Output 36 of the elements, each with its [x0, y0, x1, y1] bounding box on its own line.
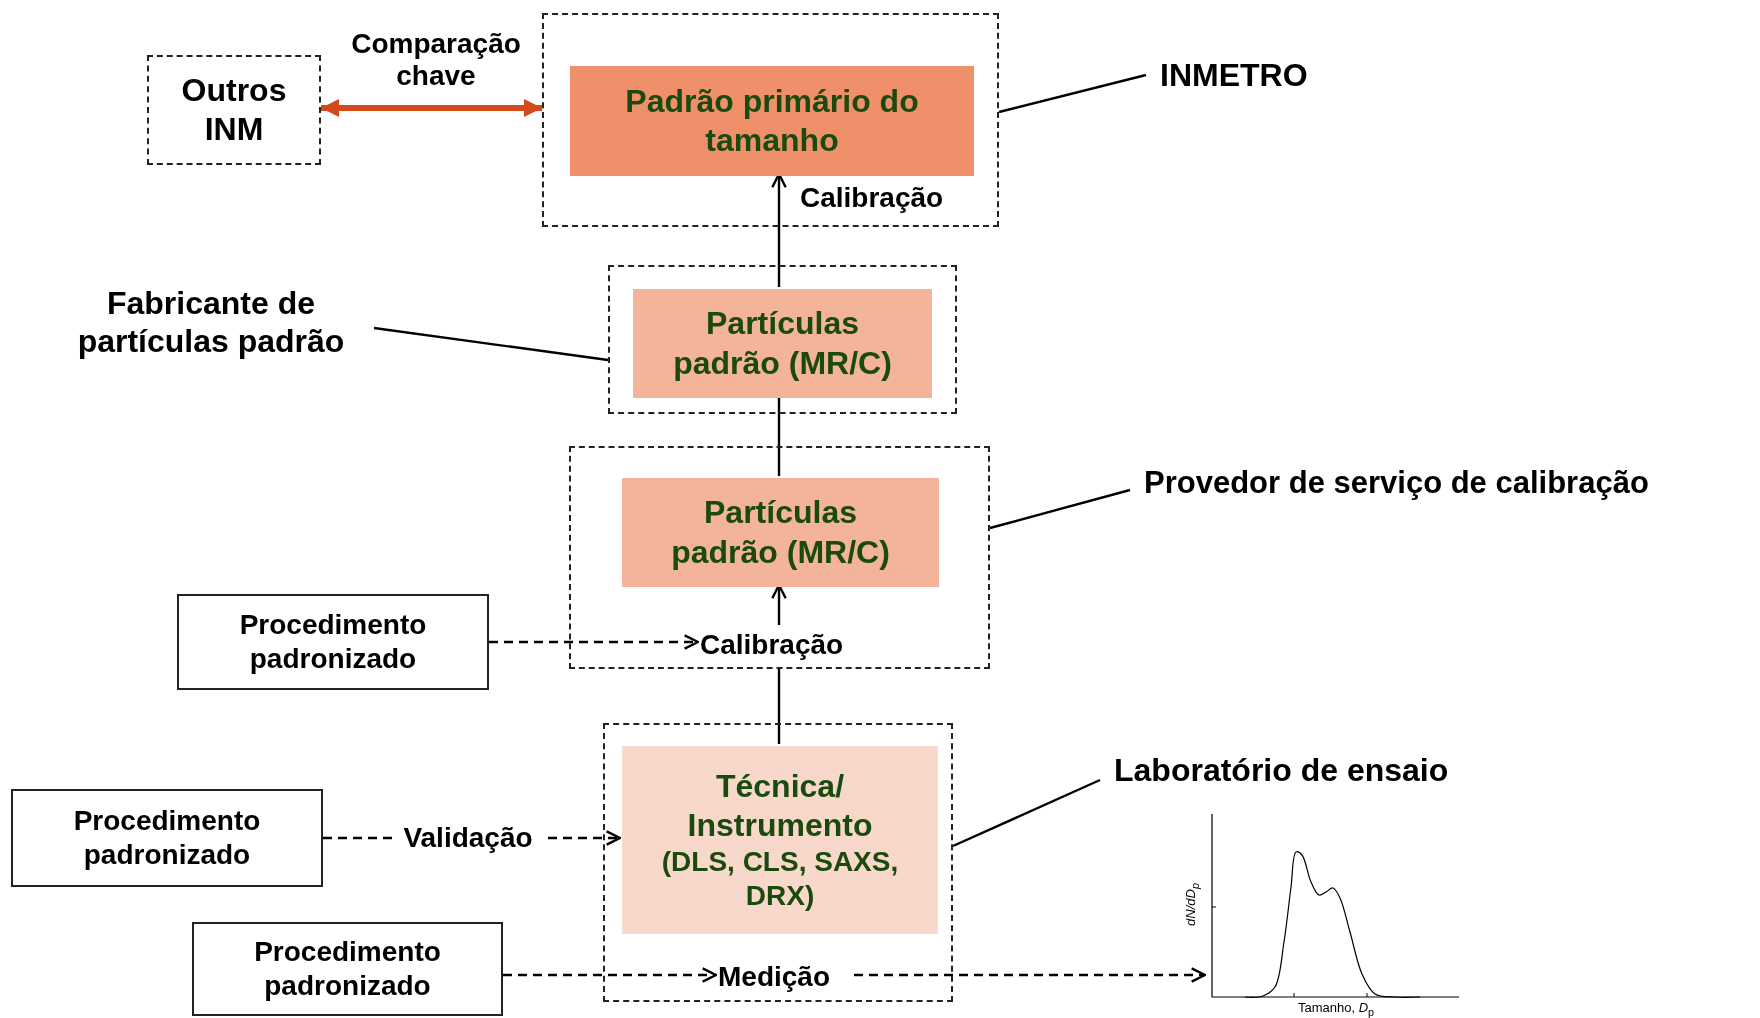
dashed-group-frame [569, 446, 990, 669]
process-box [192, 922, 503, 1016]
process-box [570, 66, 974, 176]
annotation-text: Provedor de serviço de calibração [1130, 460, 1758, 506]
node-label: Partículas padrão (MR/C) [670, 493, 891, 572]
node-label: Técnica/ Instrumento [686, 766, 874, 845]
arrow [854, 967, 1207, 983]
node-label: Procedimento padronizado [253, 934, 442, 1003]
process-box [177, 594, 489, 690]
leader-line [373, 326, 609, 362]
dashed-group-frame [542, 13, 999, 227]
process-box [633, 289, 932, 398]
node-label: (DLS, CLS, SAXS, DRX) [660, 844, 900, 914]
process-box [622, 746, 938, 934]
annotation-text: Medição [718, 958, 856, 996]
annotation-text: Fabricante de partículas padrão [48, 276, 374, 368]
process-box [11, 789, 323, 887]
axis-label: Tamanho, D$_{p}$ [1297, 1001, 1375, 1018]
arrow [489, 634, 700, 650]
leader-line [952, 778, 1101, 848]
node-label: Outros INM [180, 70, 288, 149]
dashed-group-frame [608, 265, 957, 414]
arrow [321, 99, 542, 117]
dashed-group-frame [603, 723, 953, 1002]
dashed-box [147, 55, 321, 165]
node-label: Padrão primário do tamanho [624, 81, 920, 160]
arrow [503, 967, 718, 983]
annotation-text: INMETRO [1146, 52, 1336, 98]
node-label: Partículas padrão (MR/C) [673, 304, 892, 383]
node-label: Procedimento padronizado [72, 803, 262, 872]
annotation-text: Laboratório de ensaio [1100, 748, 1510, 792]
node-label: Procedimento padronizado [238, 607, 428, 676]
leader-line [989, 488, 1131, 530]
annotation-text: Calibração [700, 627, 862, 663]
leader-line [998, 73, 1147, 114]
process-box [622, 478, 939, 587]
